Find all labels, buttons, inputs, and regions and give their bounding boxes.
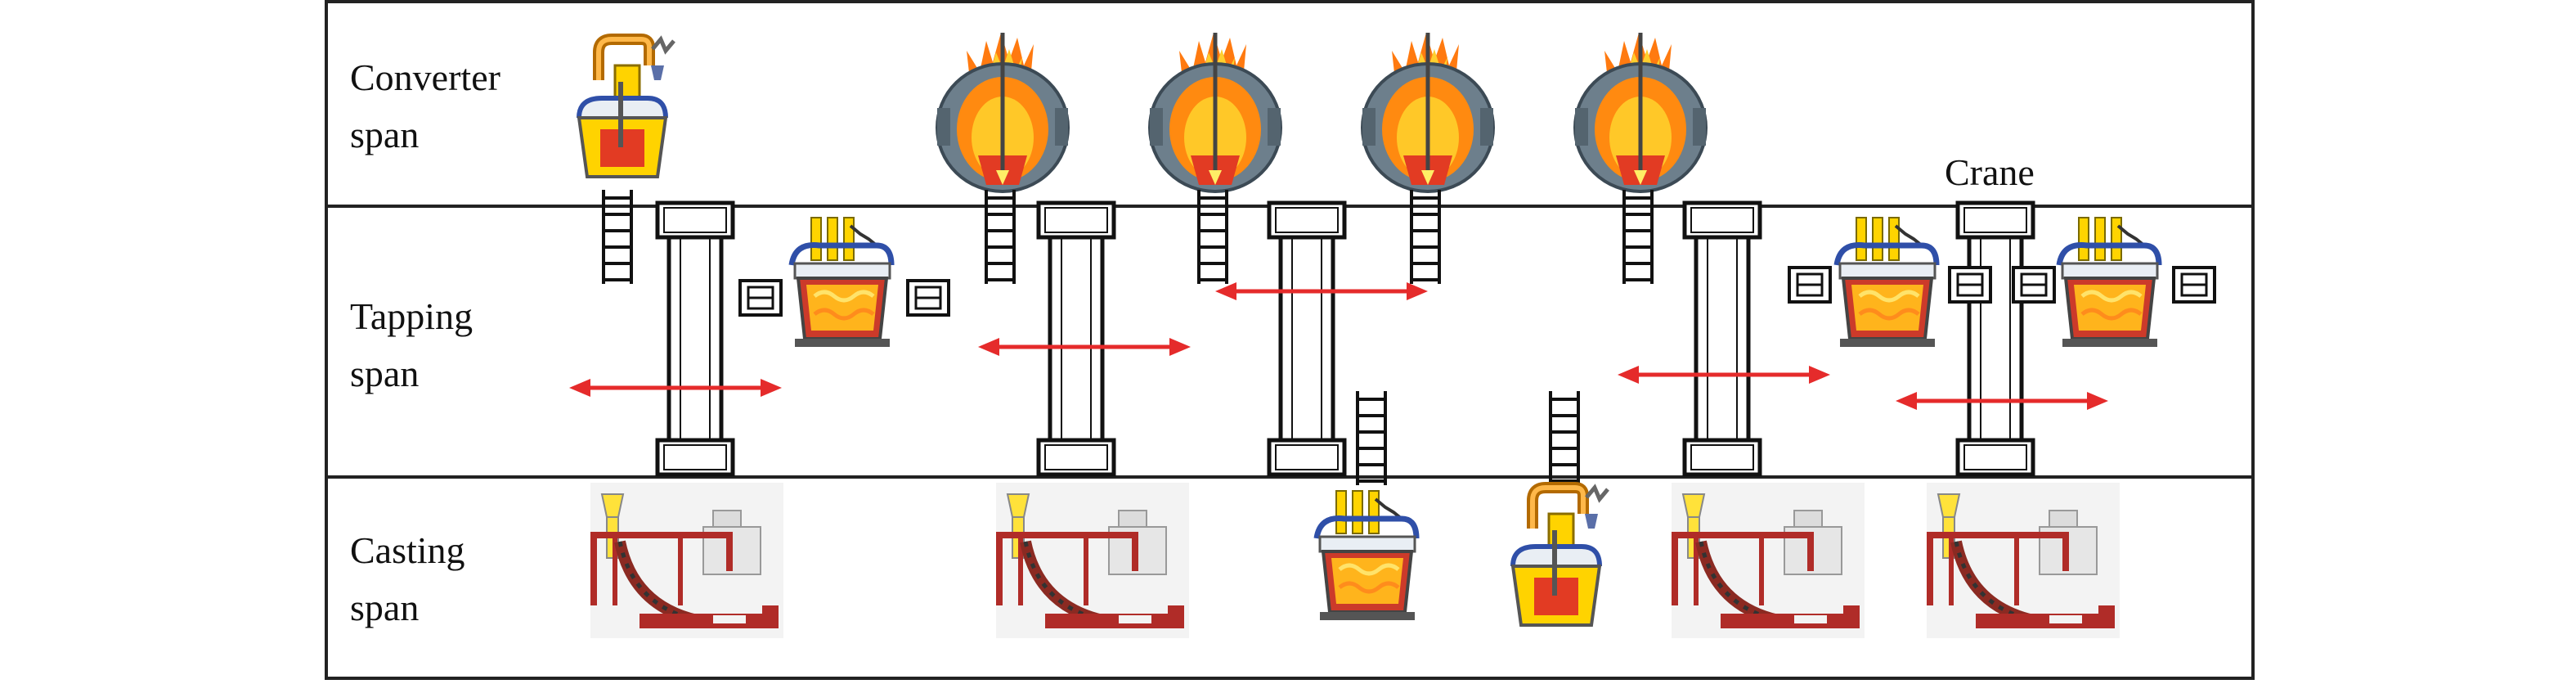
caster-icon	[996, 483, 1189, 638]
car-icon	[2172, 266, 2216, 304]
transfer-arrow-icon	[1896, 392, 2108, 410]
converter-icon	[1150, 33, 1281, 191]
ladle-icon	[2059, 218, 2159, 347]
car-icon	[906, 279, 950, 317]
transfer-arrow-icon	[978, 338, 1191, 356]
caster-icon	[590, 483, 783, 638]
converter-span-line2: span	[350, 114, 420, 155]
ladder-icon	[1197, 188, 1228, 286]
converter-span-line1: Converter	[350, 56, 500, 98]
car-icon	[1948, 266, 1992, 304]
ladder-icon	[1356, 389, 1387, 487]
casting-span-line2: span	[350, 587, 420, 628]
caster-icon	[1672, 483, 1865, 638]
car-icon	[2012, 266, 2056, 304]
crane-icon	[657, 203, 733, 475]
ladle-icon	[792, 218, 891, 347]
ladle-icon	[1317, 491, 1416, 620]
ladle-icon	[1837, 218, 1936, 347]
converter-span-label: Converter span	[350, 49, 500, 164]
crane-icon	[1685, 203, 1760, 475]
crane-icon	[1039, 203, 1114, 475]
crane-icon	[1958, 203, 2033, 475]
lf-refining-icon	[579, 39, 674, 177]
converter-icon	[937, 33, 1068, 191]
diagram-frame	[325, 0, 2255, 680]
casting-span-line1: Casting	[350, 529, 465, 571]
crane-icon	[1269, 203, 1344, 475]
ladder-icon	[602, 188, 633, 286]
ladder-icon	[985, 188, 1016, 286]
ladder-icon	[1410, 188, 1441, 286]
car-icon	[738, 279, 783, 317]
ladder-icon	[1549, 389, 1580, 487]
caster-icon	[1927, 483, 2120, 638]
crane-label: Crane	[1945, 151, 2035, 193]
ladder-icon	[1622, 188, 1654, 286]
car-icon	[1788, 266, 1832, 304]
casting-span-label: Casting span	[350, 522, 465, 637]
converter-icon	[1362, 33, 1493, 191]
tapping-span-line1: Tapping	[350, 295, 473, 337]
transfer-arrow-icon	[1618, 366, 1830, 384]
transfer-arrow-icon	[569, 379, 782, 397]
converter-icon	[1575, 33, 1706, 191]
lf-refining-icon	[1513, 488, 1608, 625]
tapping-span-line2: span	[350, 353, 420, 394]
tapping-span-label: Tapping span	[350, 288, 473, 403]
